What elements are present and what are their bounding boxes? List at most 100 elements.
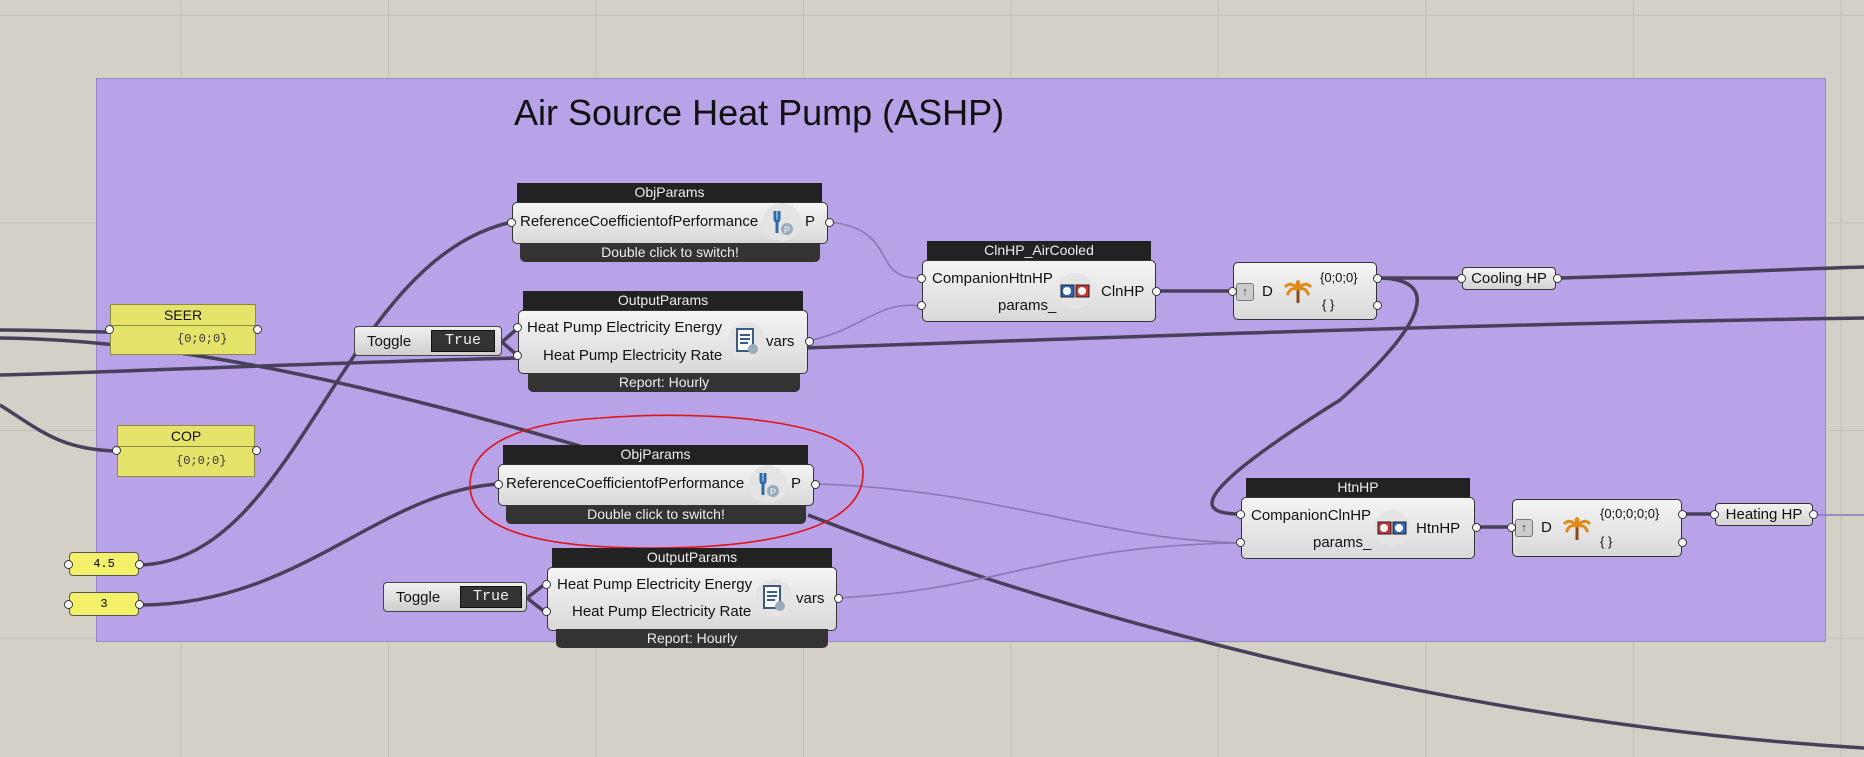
output-port[interactable]	[1472, 523, 1481, 532]
input-port[interactable]	[105, 325, 114, 334]
component-footer: Report: Hourly	[528, 373, 800, 392]
output-port[interactable]	[834, 594, 843, 603]
component-body[interactable]	[922, 260, 1156, 322]
upload-icon[interactable]: ↑	[1515, 519, 1533, 537]
panel-label: COP	[118, 426, 254, 447]
toggle-bottom[interactable]: Toggle True	[383, 582, 527, 612]
output-list-icon	[728, 322, 766, 360]
input-label: Heat Pump Electricity Energy	[557, 576, 753, 593]
input-label: params_	[1313, 534, 1372, 551]
input-port[interactable]	[1710, 510, 1719, 519]
input-port[interactable]	[494, 480, 503, 489]
output-label: ClnHP	[1101, 283, 1145, 300]
component-header: OutputParams	[523, 291, 803, 310]
heating-hp-relay[interactable]: Heating HP	[1715, 503, 1813, 526]
output-port[interactable]	[1553, 274, 1562, 283]
component-footer: Double click to switch!	[520, 243, 820, 262]
svg-text:P: P	[770, 487, 776, 497]
number-panel-3[interactable]: 3	[69, 592, 139, 616]
output-label: { }	[1600, 534, 1613, 549]
toggle-value[interactable]: True	[460, 586, 522, 608]
output-label: vars	[766, 333, 795, 350]
output-label: P	[805, 213, 816, 230]
input-port[interactable]	[513, 323, 522, 332]
wrench-p-icon: P	[749, 465, 787, 503]
output-port[interactable]	[811, 480, 820, 489]
input-port[interactable]	[917, 301, 926, 310]
output-label: {0;0;0}	[1320, 270, 1358, 285]
component-footer: Report: Hourly	[556, 629, 828, 648]
output-list-icon	[755, 579, 793, 617]
output-label: {0;0;0;0;0}	[1600, 506, 1660, 521]
output-port[interactable]	[135, 600, 144, 609]
panel-value: {0;0;0}	[177, 332, 228, 346]
component-header: ObjParams	[517, 183, 822, 202]
input-label: Heat Pump Electricity Rate	[572, 603, 752, 620]
input-label: CompanionHtnHP	[932, 270, 1053, 287]
component-header: ClnHP_AirCooled	[927, 241, 1151, 260]
panel-label: SEER	[111, 305, 255, 326]
input-label: Heat Pump Electricity Energy	[527, 319, 723, 336]
input-label: CompanionClnHP	[1251, 507, 1372, 524]
output-port[interactable]	[805, 337, 814, 346]
component-body[interactable]	[1241, 497, 1475, 559]
component-header: ObjParams	[503, 445, 808, 464]
toggle-label: Toggle	[396, 589, 441, 606]
output-label: HtnHP	[1416, 520, 1461, 537]
palm-tree-icon	[1281, 273, 1315, 307]
heat-pump-icon	[1374, 510, 1410, 546]
seer-panel[interactable]: SEER {0;0;0}	[110, 304, 256, 355]
panel-value: {0;0;0}	[176, 454, 227, 468]
component-body[interactable]	[1512, 499, 1682, 557]
group-title: Air Source Heat Pump (ASHP)	[514, 92, 1005, 133]
ashp-group[interactable]	[96, 78, 1826, 642]
component-footer: Double click to switch!	[506, 505, 806, 524]
input-port[interactable]	[1236, 510, 1245, 519]
output-port[interactable]	[1678, 510, 1687, 519]
output-label: vars	[796, 590, 825, 607]
toggle-label: Toggle	[367, 333, 412, 350]
input-port[interactable]	[513, 351, 522, 360]
input-label: D	[1262, 283, 1273, 300]
output-label: { }	[1322, 297, 1335, 312]
output-port[interactable]	[1373, 301, 1382, 310]
input-port[interactable]	[1236, 538, 1245, 547]
input-label: params_	[998, 297, 1057, 314]
output-port[interactable]	[253, 325, 262, 334]
upload-icon[interactable]: ↑	[1236, 283, 1254, 301]
input-port[interactable]	[112, 446, 121, 455]
input-label: Heat Pump Electricity Rate	[543, 347, 723, 364]
output-port[interactable]	[1373, 274, 1382, 283]
input-port[interactable]	[542, 580, 551, 589]
input-port[interactable]	[1228, 287, 1237, 296]
output-port[interactable]	[252, 446, 261, 455]
output-port[interactable]	[825, 218, 834, 227]
wrench-p-icon: P	[763, 203, 801, 241]
input-port[interactable]	[1507, 523, 1516, 532]
input-port[interactable]	[1457, 274, 1466, 283]
input-port[interactable]	[64, 600, 73, 609]
input-label: D	[1541, 519, 1552, 536]
component-header: OutputParams	[552, 548, 832, 567]
input-label: ReferenceCoefficientofPerformance	[520, 213, 759, 230]
output-port[interactable]	[1678, 538, 1687, 547]
cop-panel[interactable]: COP {0;0;0}	[117, 425, 255, 477]
input-port[interactable]	[64, 560, 73, 569]
output-port[interactable]	[135, 560, 144, 569]
input-port[interactable]	[917, 274, 926, 283]
number-panel-4-5[interactable]: 4.5	[69, 552, 139, 576]
output-label: P	[791, 475, 802, 492]
cooling-hp-relay[interactable]: Cooling HP	[1462, 267, 1556, 290]
svg-text:P: P	[784, 225, 790, 235]
input-port[interactable]	[507, 218, 516, 227]
input-label: ReferenceCoefficientofPerformance	[506, 475, 745, 492]
heat-pump-icon	[1057, 273, 1093, 309]
toggle-top[interactable]: Toggle True	[354, 326, 502, 356]
palm-tree-icon	[1560, 510, 1594, 544]
output-port[interactable]	[1152, 287, 1161, 296]
input-port[interactable]	[542, 607, 551, 616]
toggle-value[interactable]: True	[431, 330, 495, 352]
output-port[interactable]	[1809, 510, 1818, 519]
wire	[0, 328, 111, 334]
component-header: HtnHP	[1246, 478, 1470, 497]
